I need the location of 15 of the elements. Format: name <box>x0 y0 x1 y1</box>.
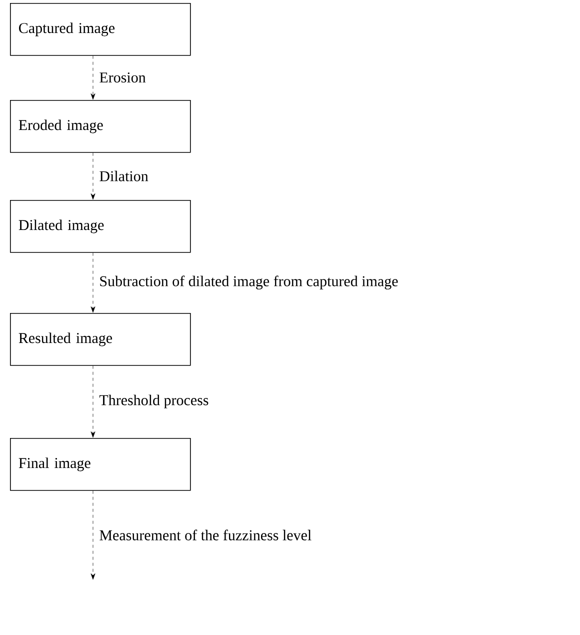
edge-label: Subtraction of dilated image from captured image <box>98 274 400 290</box>
process-box: Dilated image <box>10 200 191 253</box>
arrow <box>90 252 96 313</box>
arrow <box>90 366 96 438</box>
process-box: Resulted image <box>10 313 191 366</box>
arrow <box>90 56 96 100</box>
process-box: Eroded image <box>10 100 191 153</box>
edge-label: Threshold process <box>98 394 210 410</box>
edge-label: Measurement of the fuzziness level <box>98 528 313 542</box>
arrow <box>90 152 96 200</box>
process-box: Captured image <box>10 3 191 56</box>
process-box: Final image <box>10 438 191 491</box>
edge-label: Erosion <box>98 71 147 84</box>
arrow <box>90 490 96 580</box>
edge-label: Dilation <box>98 170 150 182</box>
